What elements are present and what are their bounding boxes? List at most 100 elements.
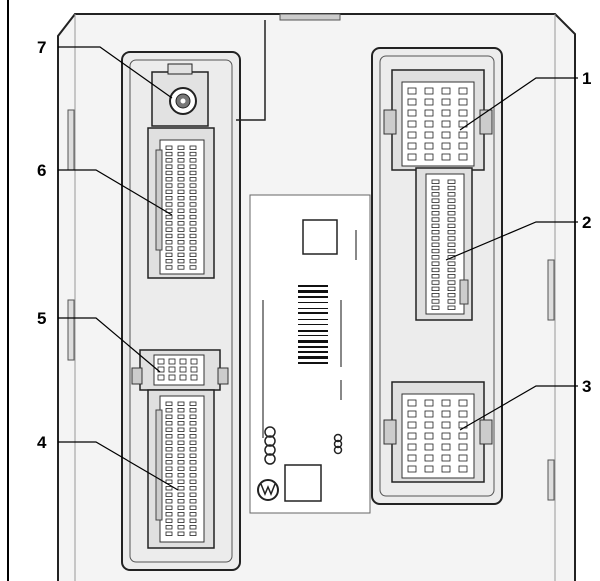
connector-pin <box>165 401 173 406</box>
connector-pin <box>458 443 468 451</box>
connector-pin <box>177 525 185 530</box>
connector-pin <box>177 189 185 195</box>
connector-pin <box>165 453 173 458</box>
connector-pin <box>165 421 173 426</box>
callout-3: 3 <box>582 377 591 396</box>
connector-3 <box>383 381 493 483</box>
barcode <box>298 285 328 364</box>
connector-pin <box>431 274 440 279</box>
connector-pin <box>447 229 456 235</box>
connector-pin <box>424 432 434 440</box>
connector-pin <box>431 192 440 197</box>
connector-pin <box>431 242 440 247</box>
connector-pin <box>431 217 440 222</box>
connector-pin <box>189 447 197 452</box>
connector-pin <box>165 227 173 232</box>
connector-pin <box>177 252 185 258</box>
callout-2: 2 <box>582 213 591 232</box>
connector-pin <box>177 151 185 157</box>
connector-pin <box>165 427 173 432</box>
connector-pin <box>424 153 434 161</box>
connector-pin <box>189 214 197 220</box>
connector-pin <box>458 120 468 128</box>
connector-pin <box>189 453 197 458</box>
connector-pin <box>431 267 440 273</box>
connector-pin <box>407 131 417 139</box>
connector-pin <box>165 252 173 258</box>
connector-pin <box>431 204 440 210</box>
connector-pin <box>165 265 173 270</box>
connector-pin <box>447 248 456 254</box>
connector-pin <box>177 499 185 504</box>
connector-6 <box>147 127 215 279</box>
connector-pin <box>165 414 173 419</box>
connector-pin <box>431 286 440 292</box>
connector-pin <box>165 447 173 452</box>
connector-pin <box>407 454 417 462</box>
connector-pin <box>165 505 173 510</box>
connector-pin <box>424 87 434 95</box>
callout-7: 7 <box>37 38 46 57</box>
connector-pin <box>157 358 165 365</box>
connector-pin <box>407 98 417 106</box>
connector-pin <box>190 366 198 373</box>
connector-pin <box>441 142 451 150</box>
connector-pin <box>189 492 197 497</box>
connector-pin <box>177 164 185 169</box>
connector-pin <box>407 465 417 473</box>
connector-pin <box>189 427 197 432</box>
connector-pin <box>431 299 440 304</box>
connector-pin <box>431 280 440 285</box>
connector-pin <box>407 410 417 418</box>
connector-pin <box>177 158 185 163</box>
connector-pin <box>441 131 451 139</box>
connector-pin <box>441 465 451 473</box>
connector-pin <box>165 258 173 264</box>
connector-pin <box>189 460 197 465</box>
connector-pin <box>441 399 451 407</box>
connector-pin <box>168 374 176 381</box>
connector-pin <box>189 466 197 471</box>
connector-pin <box>447 274 456 279</box>
connector-pin <box>179 358 187 365</box>
leader-line-5 <box>58 317 161 373</box>
leader-line-6 <box>58 169 173 216</box>
connector-pin <box>177 145 185 150</box>
connector-pin <box>157 374 165 381</box>
connector-pin <box>165 183 173 188</box>
antenna-socket-icon <box>151 63 209 127</box>
connector-5 <box>131 349 229 391</box>
connector-pin <box>177 233 185 239</box>
connector-pin <box>165 151 173 157</box>
connector-pin <box>165 466 173 471</box>
connector-pin <box>424 443 434 451</box>
connector-pin <box>165 177 173 182</box>
connector-pin <box>165 486 173 491</box>
connector-pin <box>165 434 173 439</box>
connector-pin <box>441 410 451 418</box>
connector-pin <box>177 447 185 452</box>
connector-pin <box>177 408 185 413</box>
connector-pin <box>441 443 451 451</box>
connector-pin <box>407 109 417 117</box>
connector-pin <box>447 292 456 298</box>
connector-pin <box>165 189 173 195</box>
connector-pin <box>165 214 173 220</box>
connector-pin <box>447 267 456 273</box>
connector-pin <box>424 109 434 117</box>
connector-pin <box>441 109 451 117</box>
connector-pin <box>165 195 173 201</box>
connector-pin <box>431 292 440 298</box>
connector-pin <box>447 211 456 216</box>
connector-pin <box>189 177 197 182</box>
cable-line <box>236 20 266 121</box>
connector-pin <box>189 525 197 530</box>
connector-pin <box>177 434 185 439</box>
connector-pin <box>177 486 185 491</box>
connector-pin <box>447 204 456 210</box>
connector-pin <box>424 454 434 462</box>
connector-pin <box>177 240 185 245</box>
leader-line-2 <box>445 221 578 261</box>
connector-pin <box>177 401 185 406</box>
connector-pin <box>441 98 451 106</box>
